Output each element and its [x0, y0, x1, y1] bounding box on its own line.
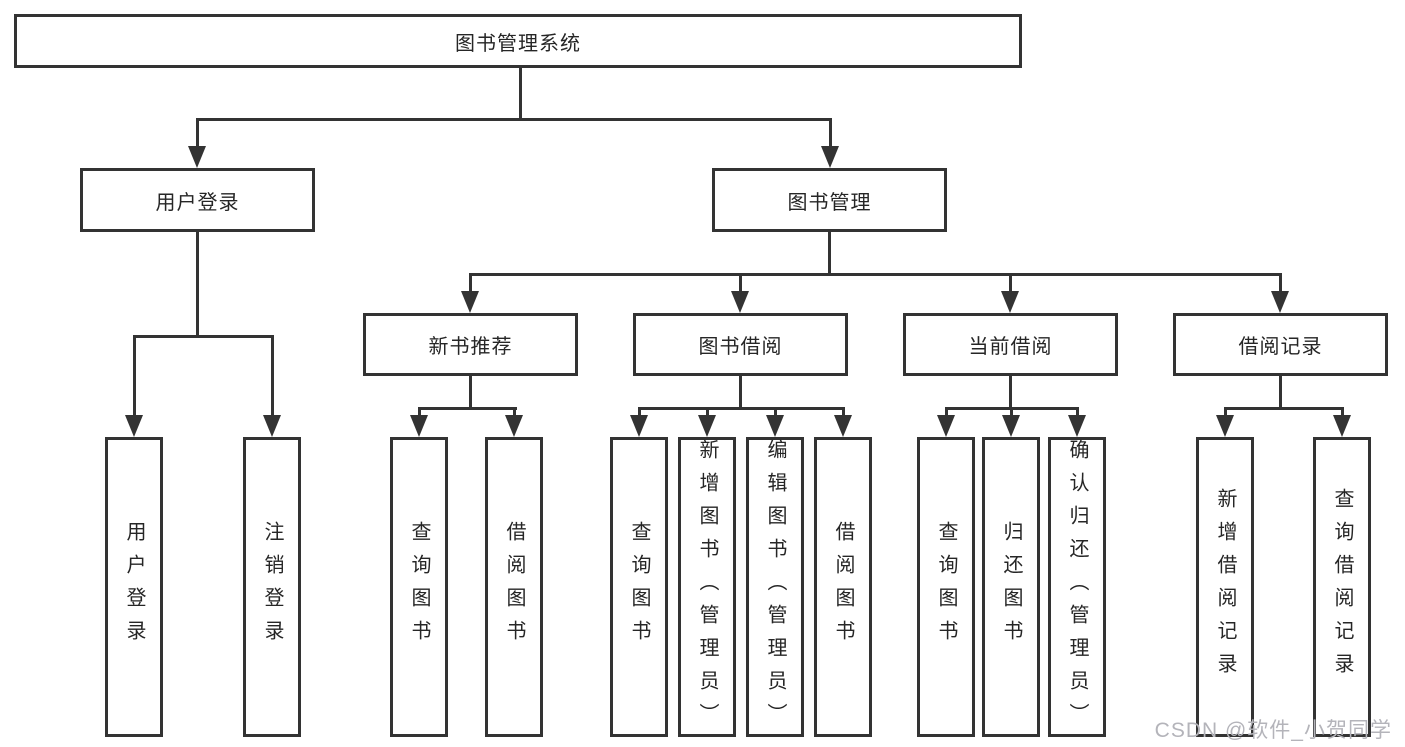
arrow-leaf [937, 415, 955, 437]
leaf-borrow-borrow-label: 借阅图书 [832, 521, 854, 653]
arrow-current [1001, 291, 1019, 313]
connector-borrow-rail [637, 407, 845, 410]
connector-root-trunk [518, 68, 522, 118]
arrow-leaf [834, 415, 852, 437]
arrow-leaf [1068, 415, 1086, 437]
connector-records-rail [1223, 407, 1344, 410]
arrow-user-login [188, 146, 206, 168]
connector-drop-borrow [738, 273, 742, 293]
arrow-login-leaf [125, 415, 143, 437]
leaf-borrow-add: 新增图书（管理员） [678, 437, 736, 737]
connector-new-book-trunk [469, 376, 472, 407]
connector-drop-new-book [468, 273, 472, 293]
node-root-label: 图书管理系统 [455, 32, 581, 55]
leaf-records-query-label: 查询借阅记录 [1331, 488, 1353, 686]
connector-drop-leaf [841, 407, 845, 417]
node-book-mgmt-label: 图书管理 [787, 191, 872, 214]
leaf-borrow-query-label: 查询图书 [628, 521, 650, 653]
node-new-book: 新书推荐 [363, 313, 578, 376]
leaf-records-add-label: 新增借阅记录 [1214, 488, 1236, 686]
arrow-book-mgmt [821, 146, 839, 168]
arrow-new-book [461, 291, 479, 313]
connector-drop-book-mgmt [828, 118, 832, 148]
node-book-mgmt: 图书管理 [712, 168, 947, 232]
connector-new-book-rail [417, 407, 517, 410]
leaf-records-add: 新增借阅记录 [1196, 437, 1254, 737]
leaf-current-return: 归还图书 [982, 437, 1040, 737]
connector-drop-leaf [417, 407, 421, 417]
connector-borrow-trunk [739, 376, 742, 407]
leaf-user-login: 用户登录 [105, 437, 163, 737]
leaf-borrow-borrow: 借阅图书 [814, 437, 872, 737]
connector-drop-leaf [705, 407, 709, 417]
node-borrow: 图书借阅 [633, 313, 848, 376]
arrow-records [1271, 291, 1289, 313]
leaf-newbook-query-label: 查询图书 [408, 521, 430, 653]
leaf-borrow-add-label: 新增图书（管理员） [696, 438, 718, 736]
leaf-current-confirm: 确认归还（管理员） [1048, 437, 1106, 737]
connector-level2-rail [468, 273, 1282, 276]
node-current: 当前借阅 [903, 313, 1118, 376]
leaf-logout: 注销登录 [243, 437, 301, 737]
arrow-leaf [410, 415, 428, 437]
connector-drop-login-leaf [132, 335, 136, 417]
arrow-leaf [1333, 415, 1351, 437]
connector-records-trunk [1279, 376, 1282, 407]
arrow-borrow [731, 291, 749, 313]
connector-drop-leaf [1075, 407, 1079, 417]
leaf-newbook-query: 查询图书 [390, 437, 448, 737]
connector-drop-records [1278, 273, 1282, 293]
leaf-borrow-edit-label: 编辑图书（管理员） [764, 438, 786, 736]
arrow-logout-leaf [263, 415, 281, 437]
node-borrow-label: 图书借阅 [698, 336, 783, 358]
leaf-borrow-edit: 编辑图书（管理员） [746, 437, 804, 737]
leaf-current-confirm-label: 确认归还（管理员） [1066, 438, 1088, 736]
connector-drop-leaf [512, 407, 516, 417]
connector-drop-leaf [1223, 407, 1227, 417]
node-user-login: 用户登录 [80, 168, 315, 232]
connector-current-trunk [1009, 376, 1012, 407]
connector-drop-leaf [944, 407, 948, 417]
arrow-leaf [630, 415, 648, 437]
node-user-login-label: 用户登录 [155, 191, 240, 214]
csdn-watermark: CSDN @软件_小贺同学 [1154, 719, 1392, 742]
connector-drop-leaf [773, 407, 777, 417]
connector-drop-user-login [195, 118, 199, 148]
arrow-leaf [1002, 415, 1020, 437]
connector-level1-rail [195, 118, 832, 121]
connector-drop-current [1008, 273, 1012, 293]
node-current-label: 当前借阅 [968, 336, 1053, 358]
connector-user-login-rail [132, 335, 274, 338]
leaf-records-query: 查询借阅记录 [1313, 437, 1371, 737]
node-new-book-label: 新书推荐 [428, 336, 513, 358]
connector-drop-logout-leaf [270, 335, 274, 417]
node-records-label: 借阅记录 [1238, 336, 1323, 358]
node-records: 借阅记录 [1173, 313, 1388, 376]
arrow-leaf [505, 415, 523, 437]
connector-drop-leaf [637, 407, 641, 417]
leaf-user-login-label: 用户登录 [123, 521, 145, 653]
leaf-current-return-label: 归还图书 [1000, 521, 1022, 653]
leaf-newbook-borrow: 借阅图书 [485, 437, 543, 737]
node-root: 图书管理系统 [14, 14, 1022, 68]
leaf-logout-label: 注销登录 [261, 521, 283, 653]
arrow-leaf [698, 415, 716, 437]
connector-book-mgmt-trunk [828, 232, 831, 273]
arrow-leaf [766, 415, 784, 437]
leaf-current-query-label: 查询图书 [935, 521, 957, 653]
connector-drop-leaf [1340, 407, 1344, 417]
connector-drop-leaf [1009, 407, 1013, 417]
leaf-borrow-query: 查询图书 [610, 437, 668, 737]
connector-user-login-trunk [196, 232, 199, 335]
leaf-newbook-borrow-label: 借阅图书 [503, 521, 525, 653]
arrow-leaf [1216, 415, 1234, 437]
leaf-current-query: 查询图书 [917, 437, 975, 737]
